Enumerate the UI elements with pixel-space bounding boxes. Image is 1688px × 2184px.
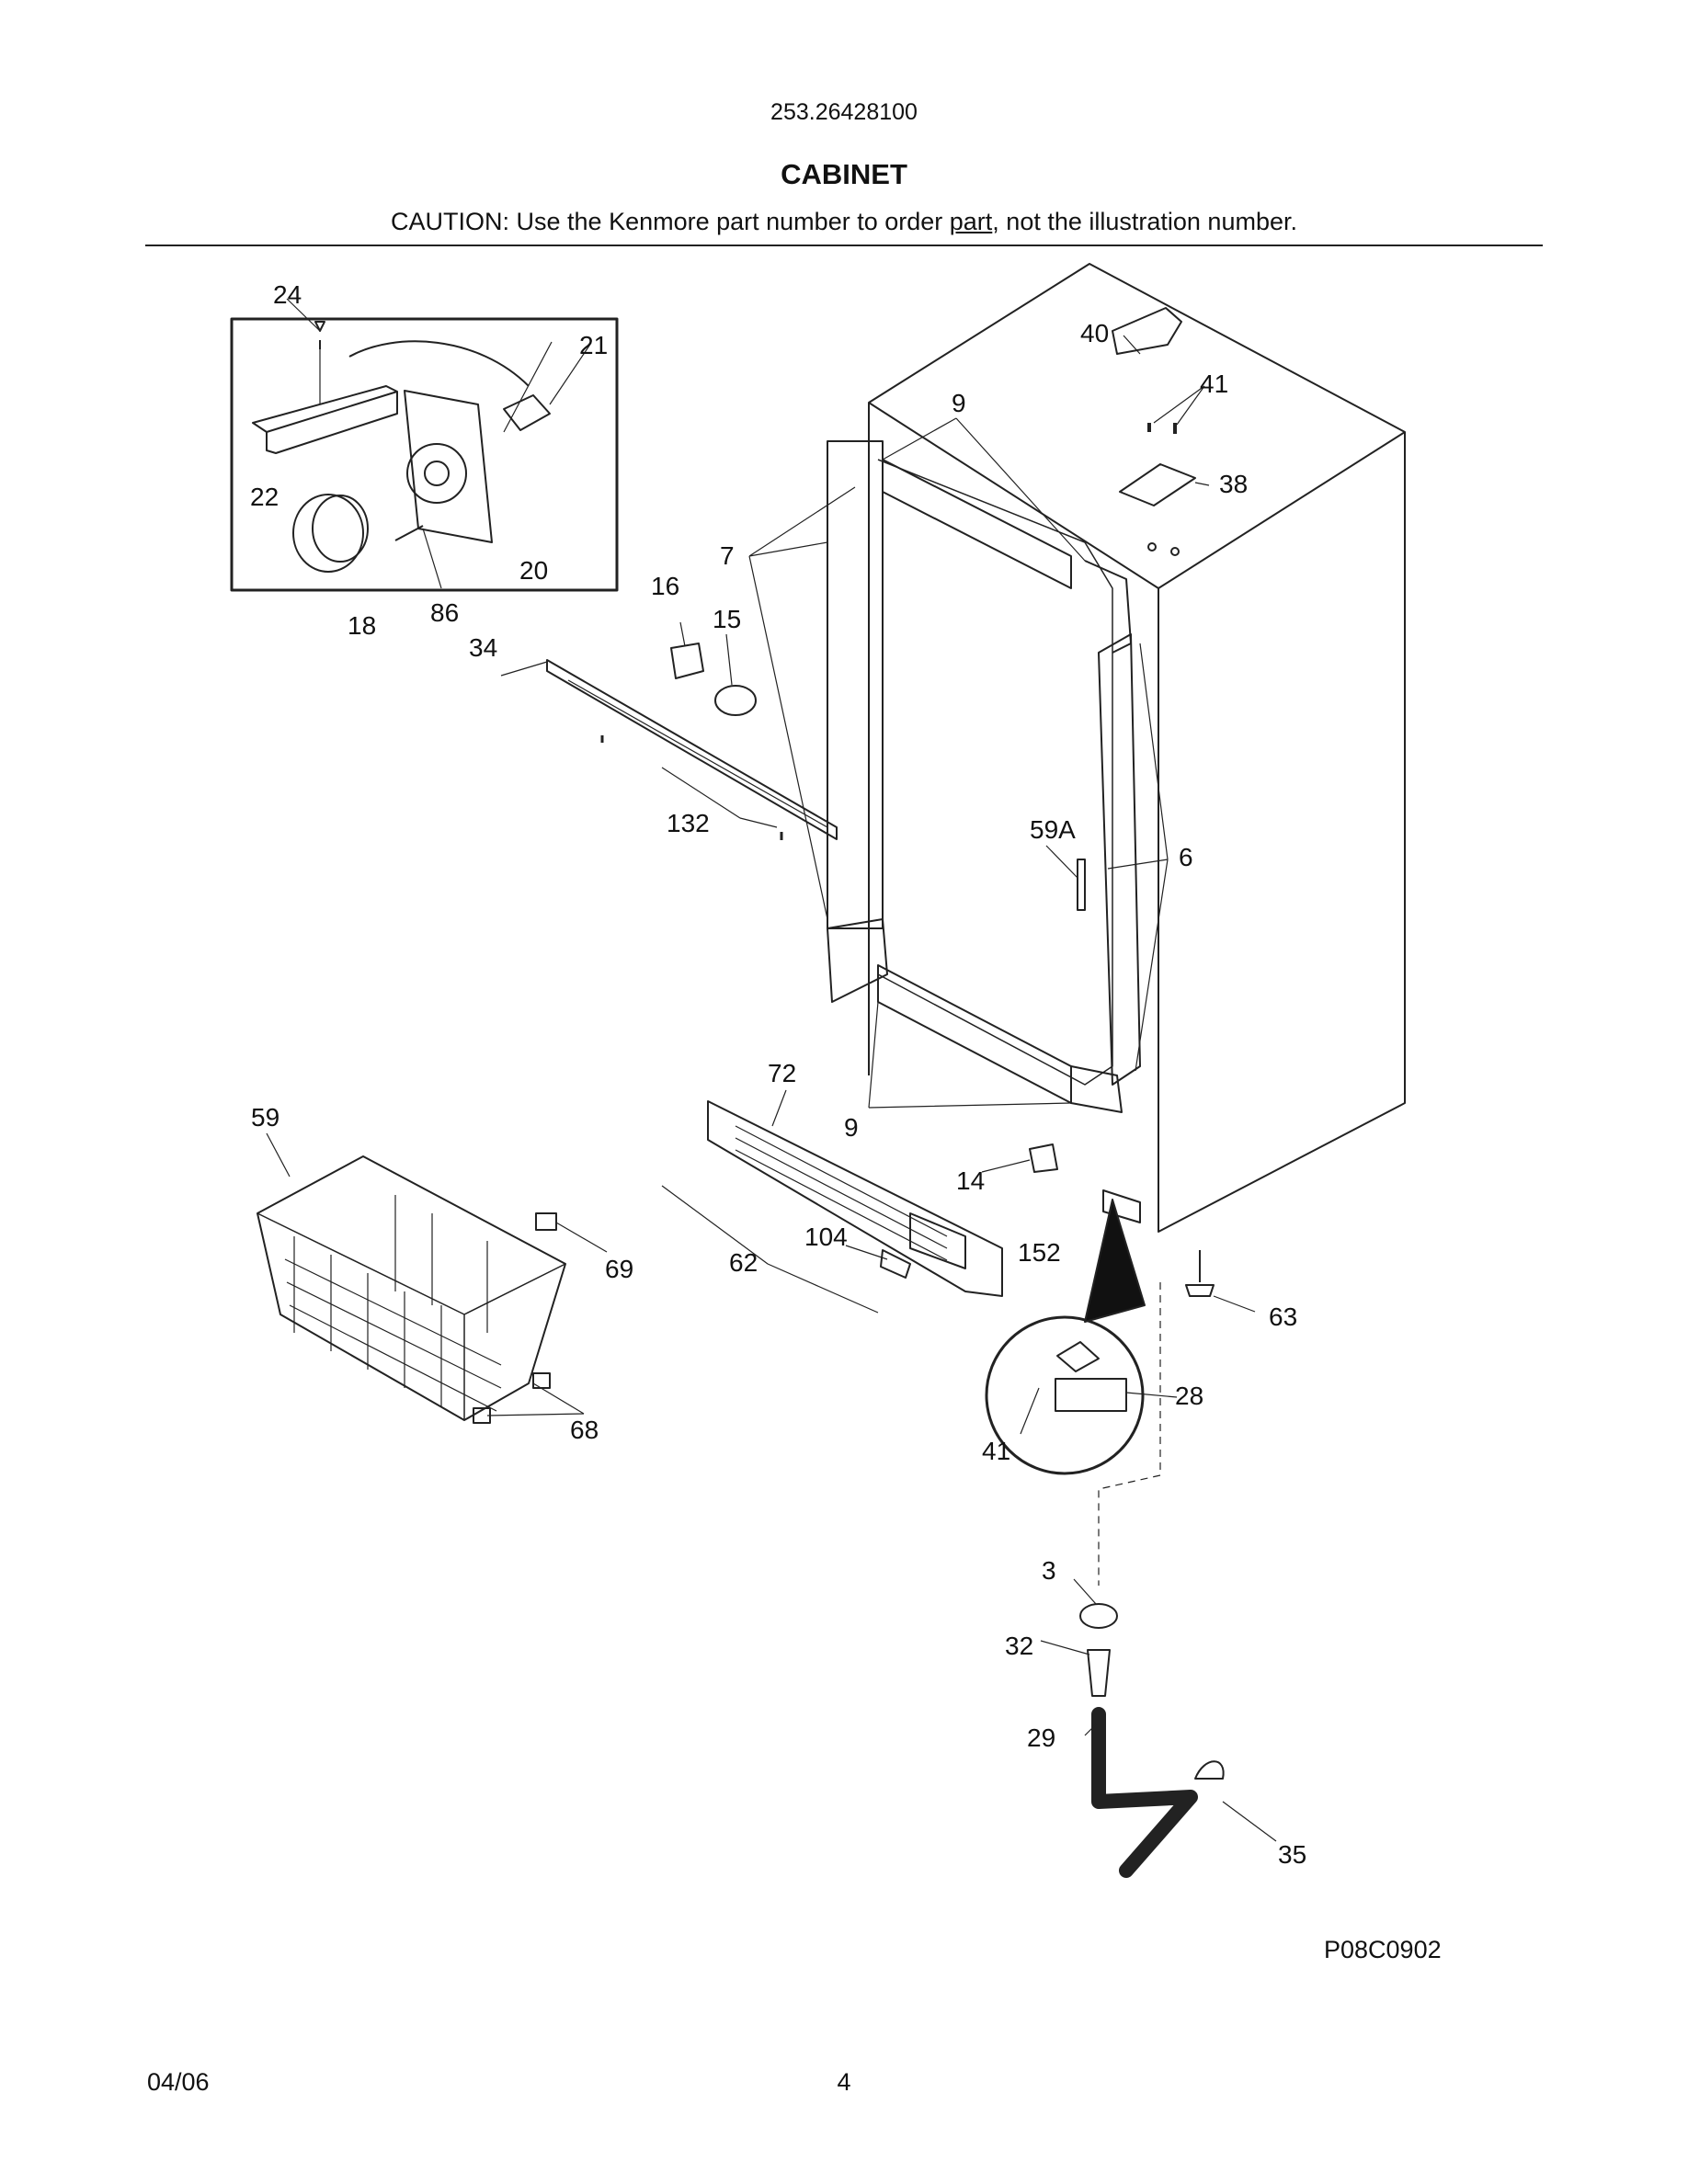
part-35-clip (1194, 1760, 1225, 1780)
part-63-leg (1185, 1250, 1215, 1297)
part-15-bulb (714, 685, 757, 716)
page-number: 4 (837, 2068, 851, 2096)
liner-opening (877, 459, 1113, 1086)
part-7-lower-corner (827, 918, 888, 1003)
model-number: 253.26428100 (770, 99, 918, 125)
part-28-bracket (1055, 1378, 1127, 1412)
callout-28: 28 (1175, 1382, 1203, 1410)
callout-34: 34 (469, 633, 497, 662)
part-16-socket (670, 643, 704, 679)
part-18-knob (292, 494, 364, 573)
part-86-screw (394, 525, 424, 541)
callout-6: 6 (1179, 843, 1193, 871)
leader-lines (266, 298, 1277, 1842)
callout-32: 32 (1005, 1632, 1033, 1660)
part-29-hinge-pin (1091, 1707, 1198, 1878)
part-104-switch (880, 1249, 911, 1279)
callout-41-top: 41 (1200, 370, 1228, 398)
callout-16: 16 (651, 572, 679, 600)
callout-38: 38 (1219, 470, 1248, 498)
part-14-switch (1029, 1143, 1058, 1173)
detail-pointer (1084, 1199, 1146, 1323)
callout-59: 59 (251, 1103, 279, 1132)
callout-152: 152 (1018, 1238, 1061, 1267)
part-34-rail (546, 659, 838, 840)
part-68-clip-b (473, 1407, 491, 1424)
callout-24: 24 (273, 280, 302, 309)
callout-40: 40 (1080, 319, 1109, 347)
callout-14: 14 (956, 1166, 985, 1195)
callout-35: 35 (1278, 1840, 1306, 1869)
callout-3: 3 (1042, 1556, 1056, 1585)
cabinet-top-edge (1158, 431, 1406, 589)
callout-labels: 24 21 22 20 18 86 16 15 34 132 7 9 40 41… (250, 280, 1306, 1869)
callout-22: 22 (250, 483, 279, 511)
part-20-socket (406, 443, 467, 504)
callout-104: 104 (804, 1223, 848, 1251)
caution-note: CAUTION: Use the Kenmore part number to … (0, 208, 1688, 236)
assembly-path (1098, 1282, 1161, 1586)
part-40-hinge-cover (1112, 307, 1182, 355)
callout-132: 132 (667, 809, 710, 837)
detail-circle (985, 1315, 1145, 1475)
part-9-bottom-trim (877, 964, 1072, 1104)
callout-18: 18 (348, 611, 376, 640)
caution-text-end: , not the illustration number. (992, 208, 1297, 235)
part-32-bushing (1087, 1649, 1111, 1697)
callout-15: 15 (713, 605, 741, 633)
part-7-left-trim (827, 440, 884, 929)
callout-69: 69 (605, 1255, 633, 1283)
callout-9-bottom: 9 (844, 1113, 859, 1142)
part-21-wire (348, 340, 530, 387)
caution-text-start: CAUTION: Use the Kenmore part number to … (391, 208, 950, 235)
part-21-thermostat (503, 394, 551, 431)
part-22-heater-side (266, 392, 398, 454)
part-104-panel (909, 1212, 966, 1269)
callout-86: 86 (430, 598, 459, 627)
footer-date: 04/06 (147, 2068, 210, 2096)
part-20-housing (404, 390, 493, 543)
callout-63: 63 (1269, 1302, 1297, 1331)
part-6-right-trim (1098, 633, 1141, 1086)
inset-box (230, 317, 619, 592)
part-59a-latch (1077, 859, 1086, 911)
callout-7: 7 (720, 541, 735, 570)
callout-62: 62 (729, 1248, 758, 1277)
caution-underlined-word: part (949, 208, 993, 235)
callout-59a: 59A (1030, 815, 1076, 844)
figure-code: P08C0902 (1324, 1936, 1442, 1963)
part-72-grille (707, 1100, 1003, 1297)
callout-68: 68 (570, 1416, 599, 1444)
part-59-basket (257, 1155, 566, 1421)
section-title: CABINET (781, 158, 907, 190)
part-152-detail (1056, 1341, 1100, 1372)
callout-21: 21 (579, 331, 608, 359)
part-6-lower-corner (1070, 1065, 1123, 1113)
cabinet-shell (868, 263, 1406, 1233)
callout-72: 72 (768, 1059, 796, 1087)
part-69-clip (535, 1212, 557, 1231)
part-7-corner (1084, 560, 1132, 654)
part-152-bushing (1102, 1189, 1141, 1223)
part-22-heater (252, 385, 398, 433)
diagram-lines (230, 263, 1406, 1878)
callout-29: 29 (1027, 1723, 1055, 1752)
callout-20: 20 (519, 556, 548, 585)
part-38-hinge (1119, 463, 1196, 506)
part-3-washer (1079, 1603, 1118, 1629)
callout-9-top: 9 (952, 389, 966, 417)
callout-41-bottom: 41 (982, 1437, 1010, 1465)
part-9-top-trim (882, 459, 1072, 589)
part-68-clip-a (532, 1372, 551, 1389)
header-rule (145, 245, 1543, 246)
